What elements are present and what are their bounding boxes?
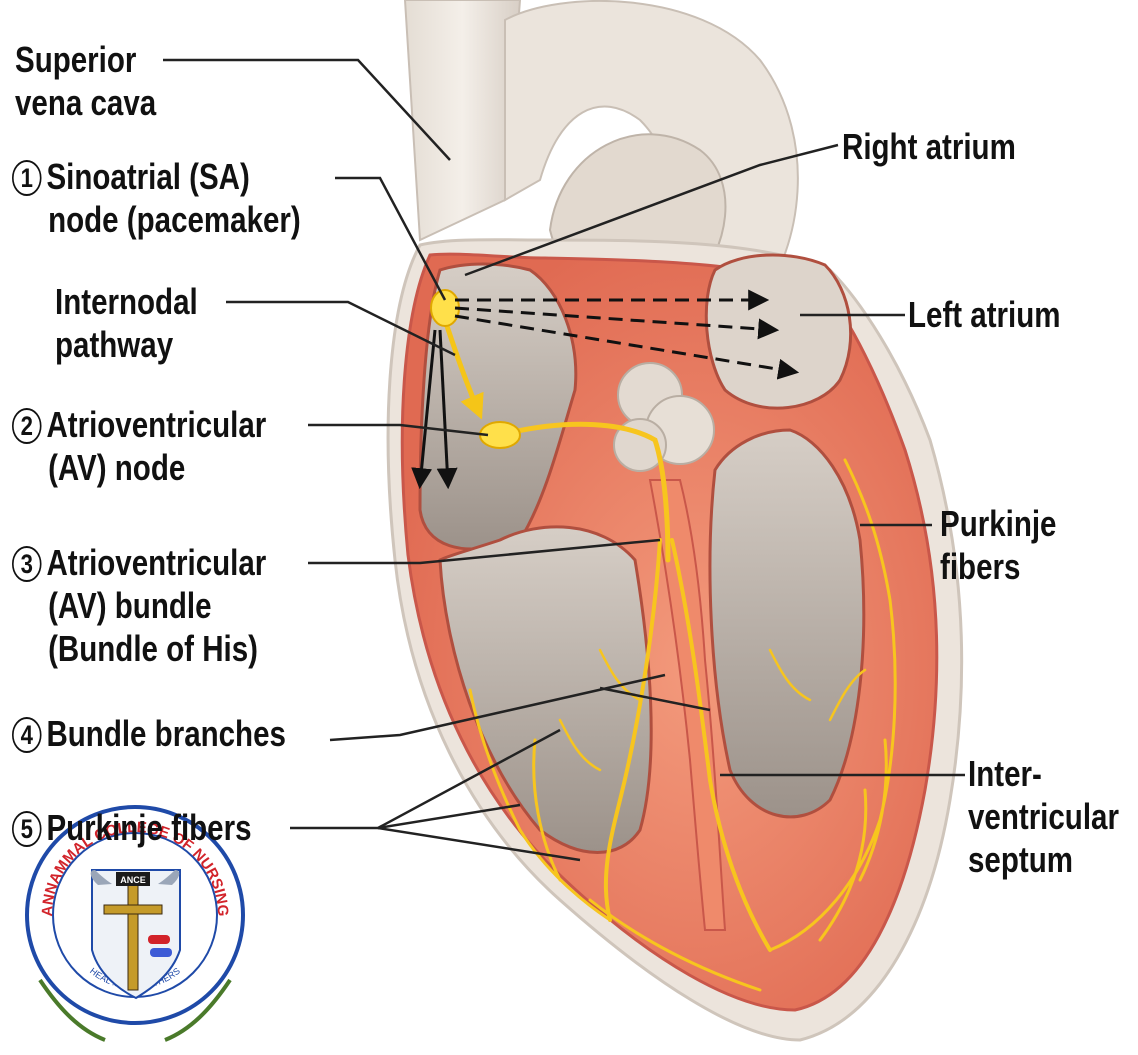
- label-interventricular-septum: Inter- ventricular septum: [968, 752, 1119, 881]
- label-bb-line1-text: Bundle branches: [46, 713, 285, 754]
- label-internodal-pathway: Internodal pathway: [55, 280, 198, 366]
- superior-vena-cava: [405, 0, 520, 240]
- label-avb-line1-text: Atrioventricular: [46, 542, 266, 583]
- left-atrium-chamber: [706, 255, 850, 408]
- label-avb-line2: (AV) bundle: [12, 584, 266, 627]
- leader-svc: [163, 60, 450, 160]
- label-superior-vena-cava: Superior vena cava: [15, 38, 156, 124]
- label-ivs-line2: ventricular: [968, 795, 1119, 838]
- label-left-atrium: Left atrium: [908, 293, 1061, 336]
- label-pf-right-line1: Purkinje: [940, 502, 1056, 545]
- sa-node: [431, 290, 459, 326]
- step-number-5: 5: [12, 811, 42, 847]
- logo-badge-text: ANCE: [120, 875, 146, 885]
- label-ra-text: Right atrium: [842, 125, 1016, 168]
- step-number-2: 2: [12, 408, 42, 444]
- label-svc-line1: Superior: [15, 38, 156, 81]
- label-av-line1-text: Atrioventricular: [46, 404, 266, 445]
- label-av-line2: (AV) node: [12, 446, 266, 489]
- label-pf-right-line2: fibers: [940, 545, 1056, 588]
- step-number-1: 1: [12, 160, 42, 196]
- label-sa-line1-text: Sinoatrial (SA): [46, 156, 249, 197]
- label-purkinje-fibers-right: Purkinje fibers: [940, 502, 1056, 588]
- label-internodal-line1: Internodal: [55, 280, 198, 323]
- logo-cross-horizontal: [104, 905, 162, 914]
- label-la-text: Left atrium: [908, 293, 1061, 336]
- label-sa-line2: node (pacemaker): [12, 198, 301, 241]
- label-pf-line1-text: Purkinje fibers: [46, 807, 251, 848]
- label-ivs-line1: Inter-: [968, 752, 1119, 795]
- left-ventricle-cavity: [710, 430, 864, 817]
- logo-capsule-icon-2: [150, 948, 172, 957]
- logo-cross-vertical: [128, 880, 138, 990]
- step-number-4: 4: [12, 717, 42, 753]
- label-ivs-line3: septum: [968, 838, 1119, 881]
- step-number-3: 3: [12, 546, 42, 582]
- label-right-atrium: Right atrium: [842, 125, 1016, 168]
- logo-capsule-icon: [148, 935, 170, 944]
- label-internodal-line2: pathway: [55, 323, 198, 366]
- label-svc-line2: vena cava: [15, 81, 156, 124]
- label-avb-line3: (Bundle of His): [12, 627, 266, 670]
